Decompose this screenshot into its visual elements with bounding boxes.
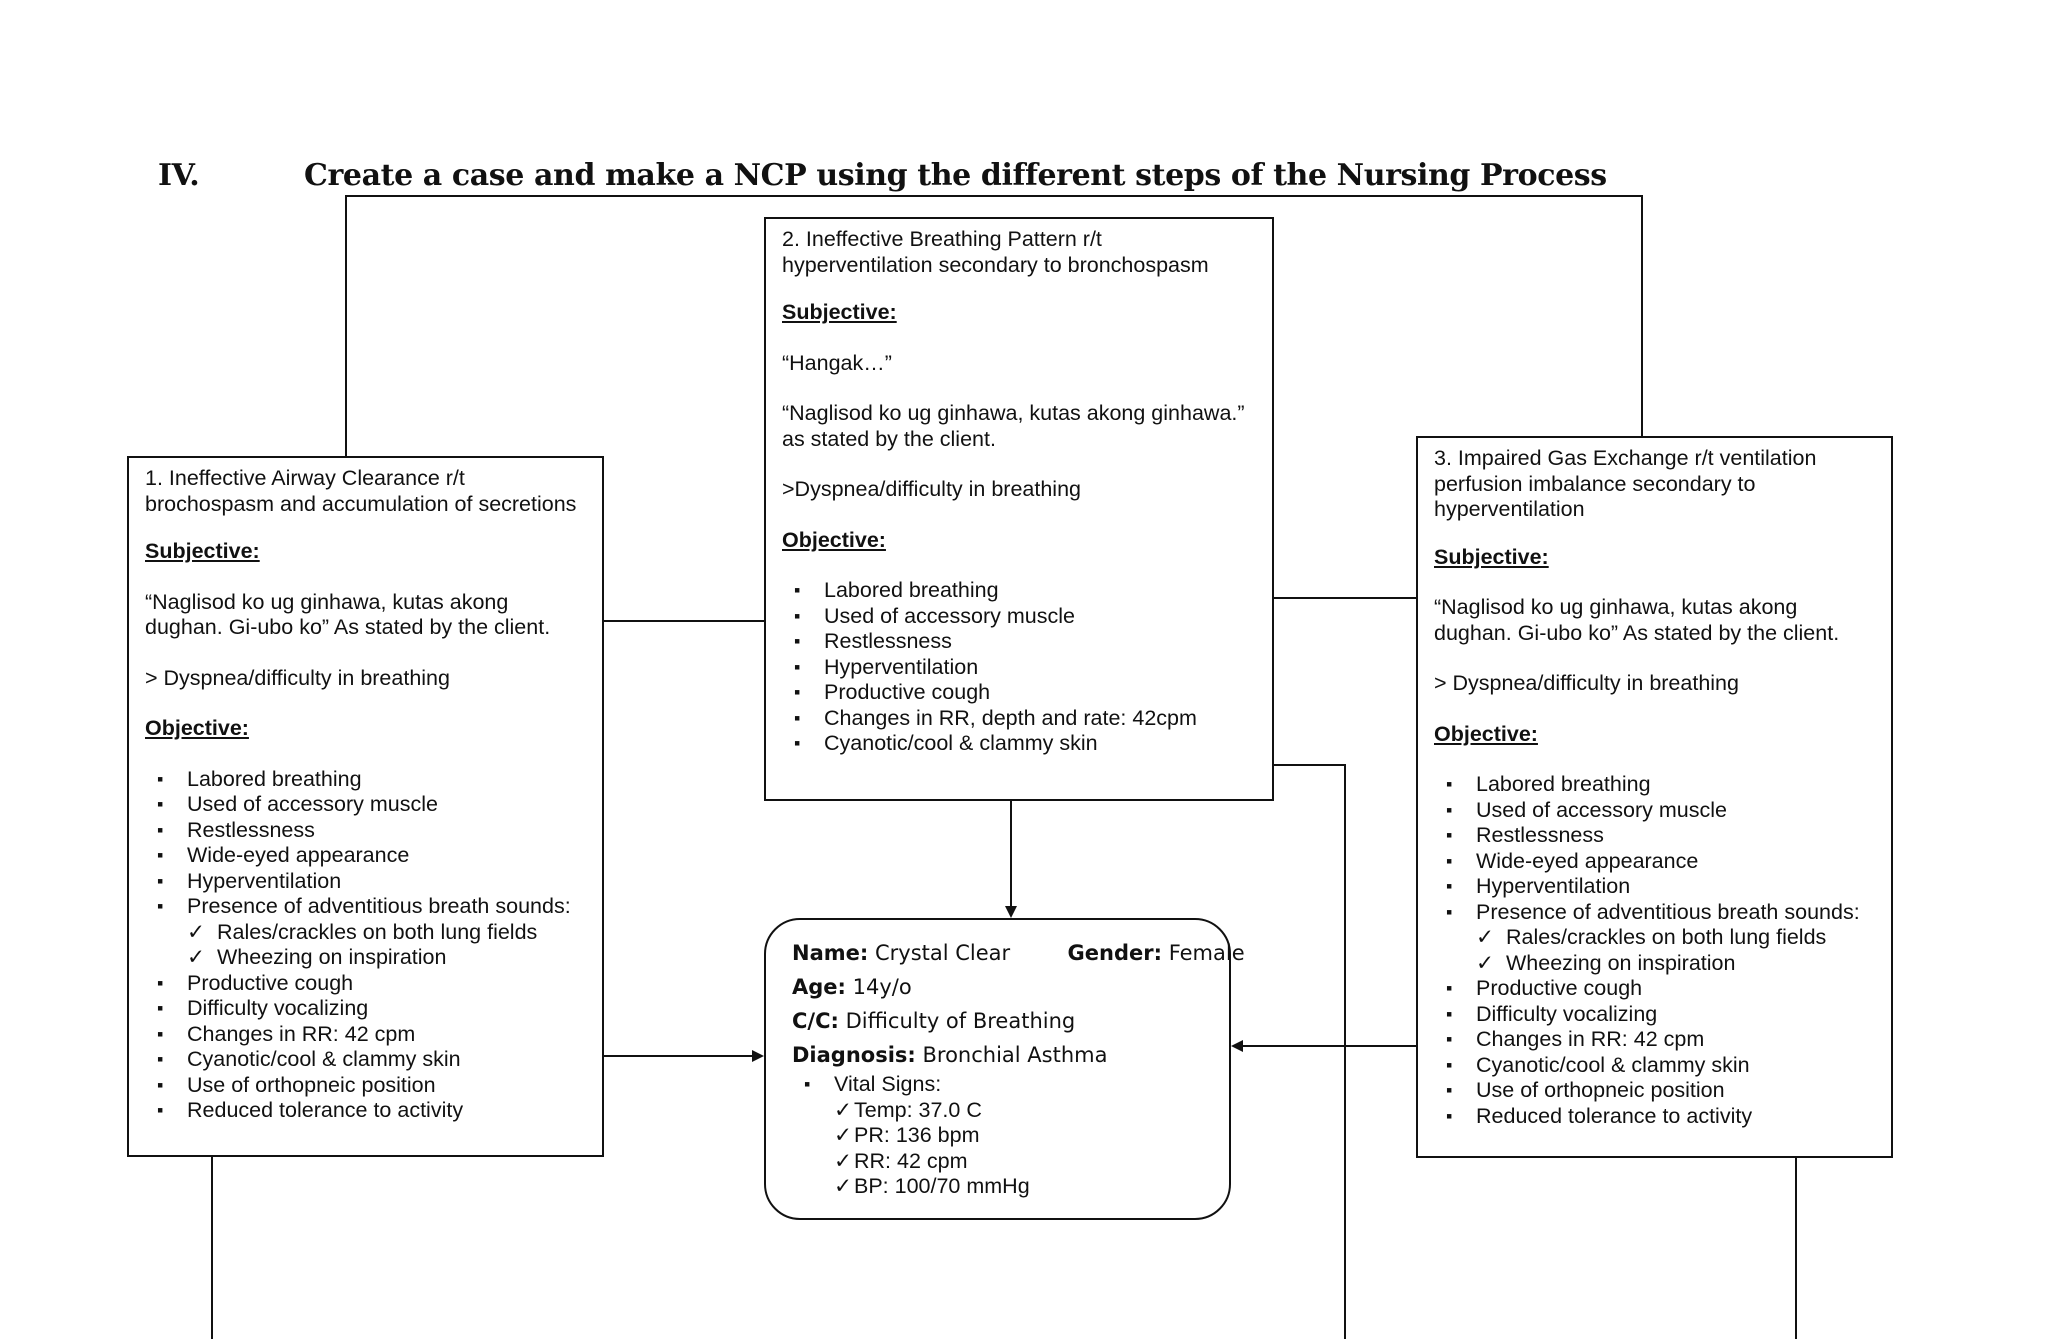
vital-sign-item: PR: 136 bpm [834, 1123, 1215, 1149]
check-subitem: Rales/crackles on both lung fields [187, 920, 588, 946]
inference-text: > Dyspnea/difficulty in breathing [1434, 671, 1739, 695]
check-subitem: Wheezing on inspiration [1476, 951, 1877, 977]
name-gender-line: Name: Crystal Clear Gender: Female [792, 936, 1245, 970]
patient-age: 14y/o [852, 975, 912, 999]
quote-line: dughan. Gi-ubo ko” As stated by the clie… [145, 615, 551, 639]
subjective-label: Subjective: [145, 539, 260, 563]
list-item: Hyperventilation [794, 655, 1258, 681]
list-item: Difficulty vocalizing [157, 996, 588, 1022]
nursing-diagnosis-box-1: 1. Ineffective Airway Clearance r/t broc… [127, 456, 604, 1157]
list-item: Used of accessory muscle [794, 604, 1258, 630]
list-item: Changes in RR, depth and rate: 42cpm [794, 706, 1258, 732]
diagnosis-line: Diagnosis: Bronchial Asthma [792, 1038, 1215, 1072]
section-number: IV. [158, 158, 200, 193]
inference-text: >Dyspnea/difficulty in breathing [782, 477, 1081, 501]
list-item: Presence of adventitious breath sounds: [157, 894, 588, 920]
gender-label: Gender: [1067, 941, 1163, 965]
list-item: Use of orthopneic position [1446, 1078, 1877, 1104]
list-item: Changes in RR: 42 cpm [1446, 1027, 1877, 1053]
vital-sign-item: RR: 42 cpm [834, 1149, 1215, 1175]
list-item: Cyanotic/cool & clammy skin [1446, 1053, 1877, 1079]
medical-diagnosis: Bronchial Asthma [922, 1043, 1108, 1067]
diagnosis-title-line: 2. Ineffective Breathing Pattern r/t [782, 227, 1102, 251]
list-item: Use of orthopneic position [157, 1073, 588, 1099]
quote-line: “Naglisod ko ug ginhawa, kutas akong [1434, 595, 1798, 619]
chief-complaint: Difficulty of Breathing [845, 1009, 1076, 1033]
connector-top-bracket [345, 195, 1643, 456]
patient-profile-box: Name: Crystal Clear Gender: Female Age: … [764, 918, 1245, 1220]
age-label: Age: [792, 975, 846, 999]
nursing-diagnosis-box-3: 3. Impaired Gas Exchange r/t ventilation… [1416, 436, 1893, 1158]
list-item: Hyperventilation [157, 869, 588, 895]
diagnosis-title-line: 1. Ineffective Airway Clearance r/t [145, 466, 465, 490]
quote-line: “Naglisod ko ug ginhawa, kutas akong gin… [782, 401, 1245, 425]
list-item: Productive cough [794, 680, 1258, 706]
diagnosis-title-line: 3. Impaired Gas Exchange r/t ventilation [1434, 446, 1817, 470]
list-item: Labored breathing [1446, 772, 1877, 798]
quote-short: “Hangak…” [782, 350, 892, 375]
check-subitem: Rales/crackles on both lung fields [1476, 925, 1877, 951]
objective-label: Objective: [782, 527, 886, 552]
list-item: Reduced tolerance to activity [1446, 1104, 1877, 1130]
chief-complaint-line: C/C: Difficulty of Breathing [792, 1004, 1215, 1038]
list-item: Restlessness [157, 818, 588, 844]
list-item: Used of accessory muscle [157, 792, 588, 818]
list-item: Used of accessory muscle [1446, 798, 1877, 824]
vital-signs-label: Vital Signs: [804, 1072, 1215, 1098]
list-item: Cyanotic/cool & clammy skin [794, 731, 1258, 757]
list-item: Cyanotic/cool & clammy skin [157, 1047, 588, 1073]
list-item: Restlessness [1446, 823, 1877, 849]
connector-box2-down [1274, 764, 1346, 1339]
cc-label: C/C: [792, 1009, 839, 1033]
objective-list: Labored breathing Used of accessory musc… [1434, 772, 1877, 1129]
quote-line: dughan. Gi-ubo ko” As stated by the clie… [1434, 620, 1840, 645]
list-item: Changes in RR: 42 cpm [157, 1022, 588, 1048]
list-item: Productive cough [1446, 976, 1877, 1002]
vital-signs-list: Vital Signs: Temp: 37.0 C PR: 136 bpm RR… [792, 1072, 1215, 1200]
diagnosis-title-line: perfusion imbalance secondary to [1434, 471, 1756, 496]
patient-name: Crystal Clear [874, 941, 1011, 965]
vital-sign-item: BP: 100/70 mmHg [834, 1174, 1215, 1200]
inference-text: > Dyspnea/difficulty in breathing [145, 665, 450, 690]
list-item: Productive cough [157, 971, 588, 997]
diagnosis-label: Diagnosis: [792, 1043, 916, 1067]
quote-line: “Naglisod ko ug ginhawa, kutas akong [145, 589, 509, 614]
list-item: Difficulty vocalizing [1446, 1002, 1877, 1028]
vital-sign-item: Temp: 37.0 C [834, 1098, 1215, 1124]
list-item: Labored breathing [794, 578, 1258, 604]
patient-gender: Female [1168, 941, 1245, 965]
objective-list: Labored breathing Used of accessory musc… [782, 578, 1258, 757]
list-item: Wide-eyed appearance [1446, 849, 1877, 875]
list-item: Labored breathing [157, 767, 588, 793]
page-title: Create a case and make a NCP using the d… [304, 158, 1607, 193]
objective-label: Objective: [1434, 721, 1538, 746]
list-item: Wide-eyed appearance [157, 843, 588, 869]
diagnosis-title-line: brochospasm and accumulation of secretio… [145, 491, 577, 516]
name-label: Name: [792, 941, 869, 965]
list-item: Hyperventilation [1446, 874, 1877, 900]
list-item: Restlessness [794, 629, 1258, 655]
subjective-label: Subjective: [782, 300, 897, 324]
list-item: Presence of adventitious breath sounds: [1446, 900, 1877, 926]
diagnosis-title-line: hyperventilation secondary to bronchospa… [782, 252, 1209, 277]
objective-label: Objective: [145, 716, 249, 740]
quote-line: as stated by the client. [782, 426, 996, 451]
diagnosis-title-line: hyperventilation [1434, 497, 1585, 521]
objective-list: Labored breathing Used of accessory musc… [145, 767, 588, 1124]
check-subitem: Wheezing on inspiration [187, 945, 588, 971]
list-item: Reduced tolerance to activity [157, 1098, 588, 1124]
nursing-diagnosis-box-2: 2. Ineffective Breathing Pattern r/t hyp… [764, 217, 1274, 801]
age-line: Age: 14y/o [792, 970, 1215, 1004]
subjective-label: Subjective: [1434, 544, 1549, 569]
